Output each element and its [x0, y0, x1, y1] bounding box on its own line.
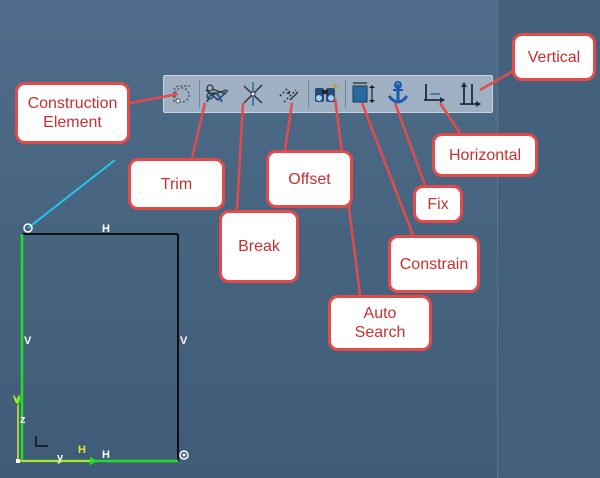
vertical-icon [460, 82, 481, 107]
horizontal-icon [424, 84, 445, 103]
callout-vertical: Vertical [512, 33, 596, 81]
fix-button[interactable] [383, 78, 413, 110]
left-v-constraint: V [24, 335, 32, 347]
construction-line[interactable] [27, 159, 116, 229]
callout-break: Break [219, 210, 299, 283]
vertex-marker[interactable] [23, 223, 33, 233]
axis-h-label: H [78, 444, 86, 456]
right-v-constraint: V [180, 335, 188, 347]
auto-search-button[interactable] [311, 78, 341, 110]
vertical-button[interactable] [454, 78, 484, 110]
auto-search-icon [315, 83, 338, 102]
horizontal-button[interactable] [418, 78, 448, 110]
axis-z-label: z [20, 414, 26, 426]
origin-point [16, 459, 20, 463]
axis-v-arrow [14, 398, 22, 406]
trim-button[interactable] [202, 78, 232, 110]
axis-h-arrow [90, 457, 98, 465]
constrain-icon [352, 82, 375, 103]
bottom-h-constraint: H [102, 449, 110, 461]
trim-icon [205, 84, 229, 103]
break-icon [243, 82, 263, 106]
axis-v-label: V [13, 394, 21, 406]
axis-y-label: y [57, 452, 64, 464]
callout-offset: Offset [266, 150, 353, 208]
callout-trim: Trim [128, 158, 225, 210]
constrain-button[interactable] [348, 78, 378, 110]
vertex-marker[interactable] [179, 450, 189, 460]
callout-horizontal: Horizontal [432, 133, 538, 177]
callout-constrain: Constrain [388, 235, 480, 293]
sketch-tools-toolbar [163, 75, 493, 113]
offset-button[interactable] [274, 78, 304, 110]
offset-icon [279, 87, 299, 103]
break-button[interactable] [238, 78, 268, 110]
top-h-constraint: H [102, 223, 110, 235]
axis-compass [35, 436, 48, 447]
callout-fix: Fix [413, 185, 463, 223]
fix-icon [387, 81, 409, 104]
